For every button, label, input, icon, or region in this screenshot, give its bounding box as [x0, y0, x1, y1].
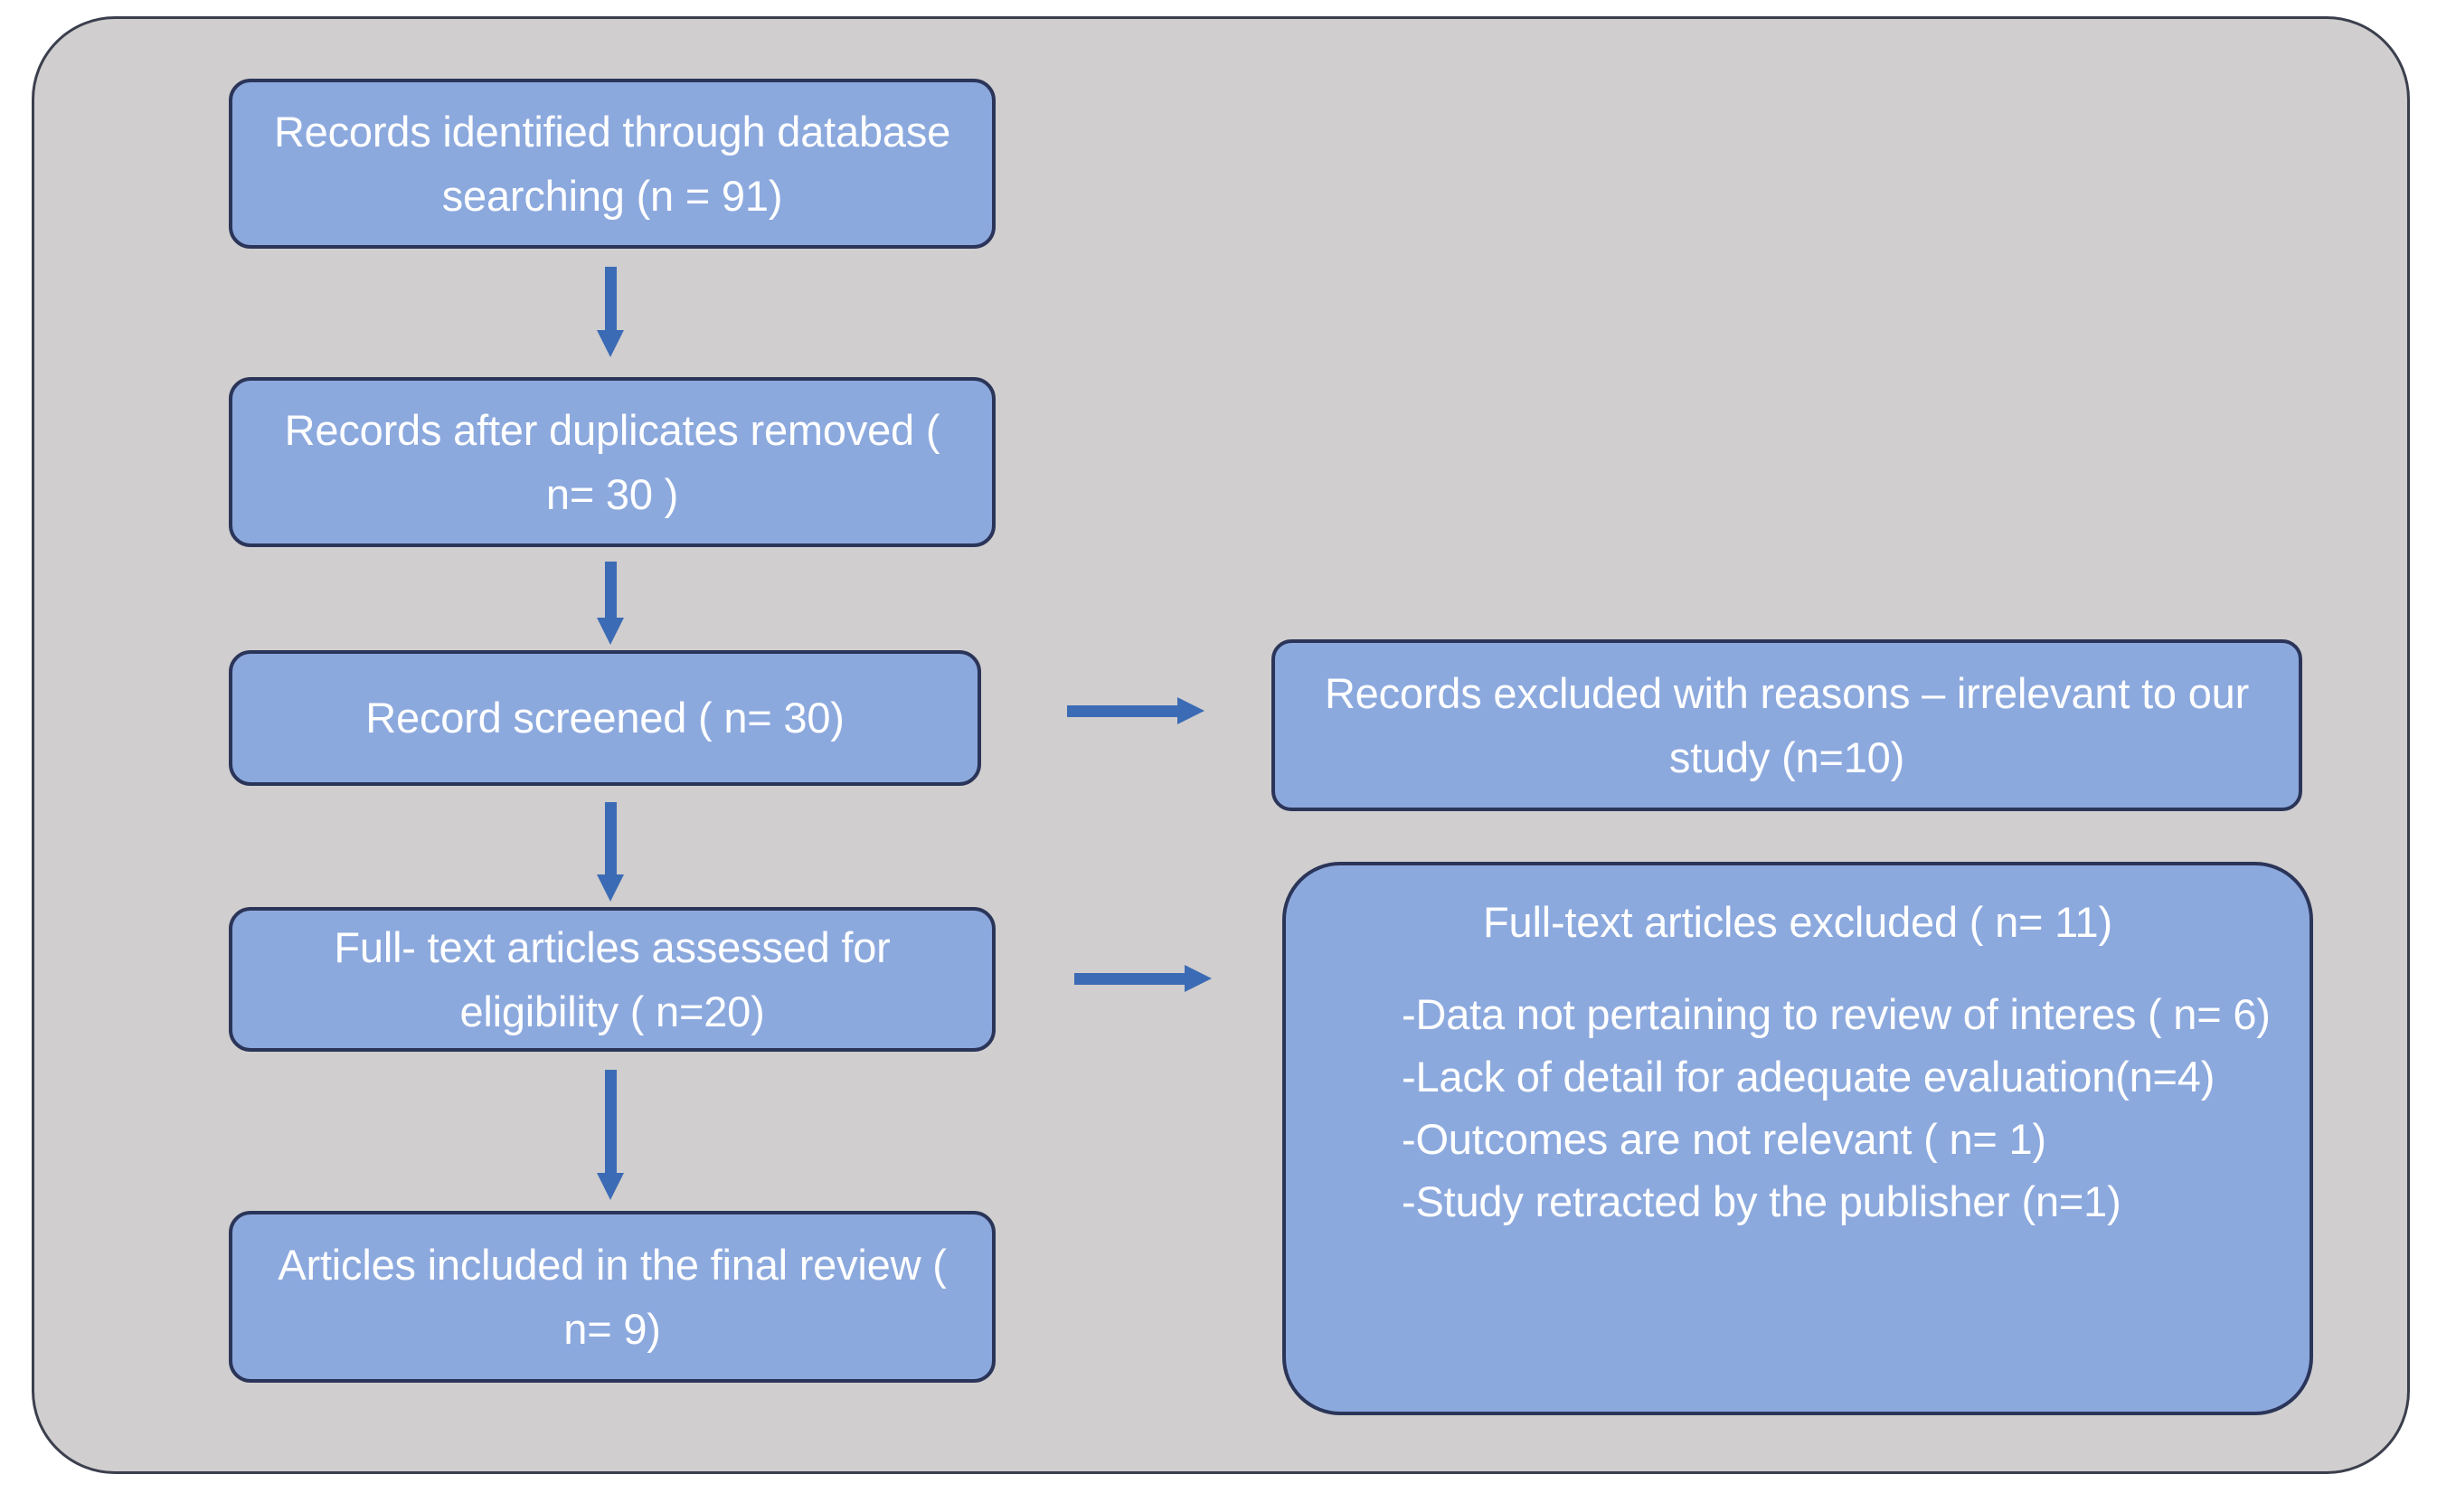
- box-record-screened-label: Record screened ( n= 30): [365, 694, 845, 742]
- arrow-screened-to-excluded: [1067, 697, 1204, 724]
- box-fulltext-articles-excluded: Full-text articles excluded ( n= 11) -Da…: [1282, 862, 2313, 1415]
- arrow-shaft: [605, 267, 617, 332]
- exclusion-reason-list: -Data not pertaining to review of intere…: [1286, 983, 2309, 1233]
- arrow-shaft: [605, 562, 617, 619]
- arrow-screened-to-fulltext: [597, 802, 624, 902]
- arrow-head-down-icon: [597, 618, 624, 645]
- box-fulltext-articles-assessed: Full- text articles assessed for eligibi…: [229, 907, 996, 1052]
- exclusion-reason-item: -Outcomes are not relevant ( n= 1): [1402, 1114, 2046, 1163]
- arrow-duplicates-to-screened: [597, 562, 624, 645]
- box-record-screened: Record screened ( n= 30): [229, 650, 981, 786]
- exclusion-reason-item: -Lack of detail for adequate evaluation(…: [1402, 1052, 2215, 1101]
- box-records-excluded-with-reasons-label: Records excluded with reasons – irreleva…: [1324, 668, 2250, 781]
- arrow-head-down-icon: [597, 1173, 624, 1200]
- arrow-head-down-icon: [597, 330, 624, 357]
- box-records-identified: Records identified through database sear…: [229, 79, 996, 249]
- arrow-identified-to-duplicates: [597, 267, 624, 357]
- arrow-head-right-icon: [1185, 965, 1212, 992]
- box-fulltext-articles-excluded-title: Full-text articles excluded ( n= 11): [1483, 898, 2112, 946]
- box-records-after-duplicates-removed-label: Records after duplicates removed ( n= 30…: [284, 405, 940, 518]
- arrow-shaft: [605, 1070, 617, 1175]
- exclusion-reason-item: -Data not pertaining to review of intere…: [1402, 989, 2271, 1038]
- arrow-head-right-icon: [1177, 697, 1204, 724]
- exclusion-reason-item: -Study retracted by the publisher (n=1): [1402, 1177, 2121, 1226]
- box-articles-included-final-review-label: Articles included in the final review ( …: [278, 1240, 947, 1353]
- box-articles-included-final-review: Articles included in the final review ( …: [229, 1211, 996, 1383]
- box-records-identified-label: Records identified through database sear…: [273, 107, 951, 220]
- diagram-outer-container: Records identified through database sear…: [32, 16, 2410, 1474]
- box-records-excluded-with-reasons: Records excluded with reasons – irreleva…: [1271, 639, 2302, 811]
- box-fulltext-articles-assessed-label: Full- text articles assessed for eligibi…: [334, 922, 891, 1035]
- arrow-fulltext-to-excluded: [1074, 965, 1212, 992]
- arrow-fulltext-to-included: [597, 1070, 624, 1200]
- arrow-shaft: [605, 802, 617, 876]
- arrow-shaft: [1074, 973, 1186, 985]
- box-records-after-duplicates-removed: Records after duplicates removed ( n= 30…: [229, 377, 996, 547]
- arrow-head-down-icon: [597, 874, 624, 902]
- arrow-shaft: [1067, 705, 1179, 717]
